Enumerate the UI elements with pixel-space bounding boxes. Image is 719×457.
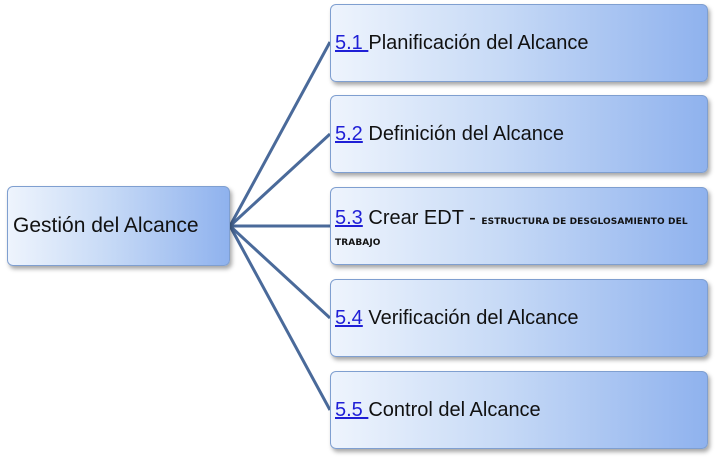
child-node-subtext: ESTRUCTURA DE DESGLOSAMIENTO DEL TRABAJO — [335, 217, 688, 248]
child-node-5-5: 5.5 Control del Alcance — [330, 371, 708, 449]
connector-4 — [228, 224, 332, 320]
connector-5 — [228, 225, 332, 411]
child-node-label: 5.5 Control del Alcance — [335, 398, 541, 422]
child-node-text: Verificación del Alcance — [362, 307, 579, 329]
root-node: Gestión del Alcance — [7, 186, 230, 266]
root-node-label: Gestión del Alcance — [13, 214, 199, 237]
link-5-2[interactable]: 5.2 — [335, 123, 363, 145]
child-node-5-2: 5.2 Definición del Alcance — [330, 95, 708, 173]
child-node-label: 5.2 Definición del Alcance — [335, 122, 564, 146]
child-node-5-1: 5.1 Planificación del Alcance — [330, 4, 708, 82]
link-5-3[interactable]: 5.3 — [335, 207, 363, 229]
link-5-1[interactable]: 5.1 — [335, 32, 369, 54]
link-5-4[interactable]: 5.4 — [335, 307, 363, 329]
child-node-label: 5.1 Planificación del Alcance — [335, 31, 589, 55]
child-node-text: Control del Alcance — [368, 399, 541, 421]
link-5-5[interactable]: 5.5 — [335, 399, 369, 421]
child-node-text: Definición del Alcance — [362, 123, 565, 145]
child-node-text: Crear EDT - — [362, 207, 482, 229]
connector-2 — [228, 132, 332, 228]
child-node-5-3: 5.3 Crear EDT - ESTRUCTURA DE DESGLOSAMI… — [330, 187, 708, 265]
connector-1 — [228, 41, 332, 227]
child-node-label: 5.4 Verificación del Alcance — [335, 306, 579, 330]
child-node-label: 5.3 Crear EDT - ESTRUCTURA DE DESGLOSAMI… — [335, 208, 701, 250]
child-node-5-4: 5.4 Verificación del Alcance — [330, 279, 708, 357]
child-node-text: Planificación del Alcance — [368, 32, 589, 54]
